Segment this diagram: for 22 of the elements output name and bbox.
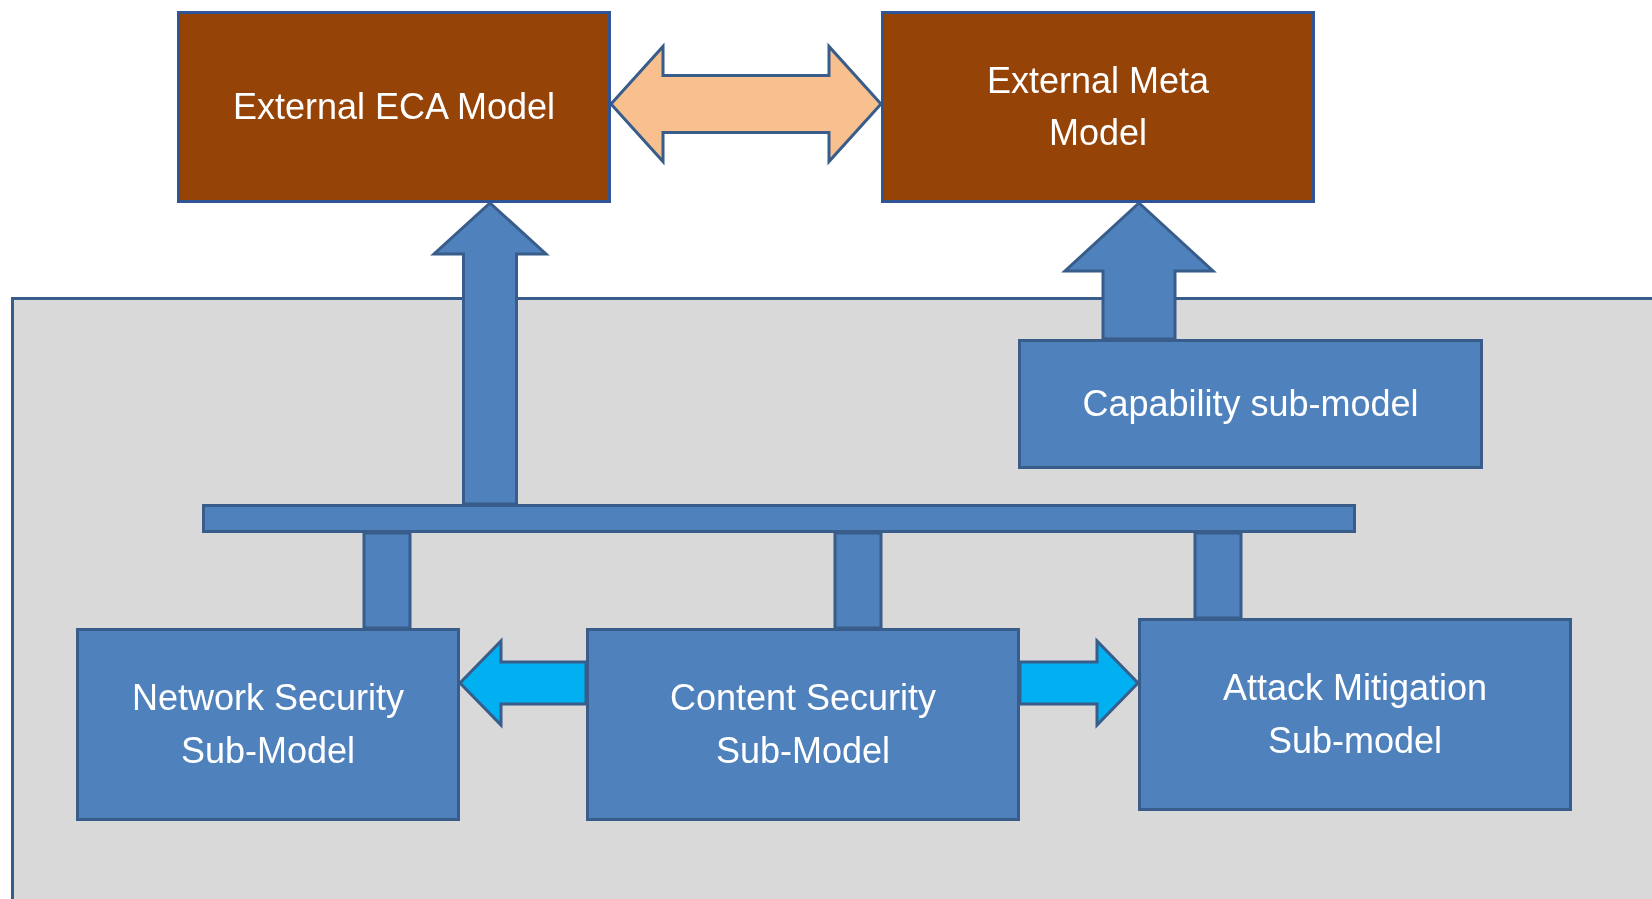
model-box bbox=[177, 11, 611, 203]
box-label: Network Security Sub-Model bbox=[130, 676, 406, 773]
connector-bar bbox=[362, 531, 412, 630]
submodel-box bbox=[1138, 618, 1572, 811]
block-arrow bbox=[1061, 200, 1217, 341]
bus-bar bbox=[202, 504, 1356, 533]
block-arrow bbox=[1018, 637, 1141, 729]
block-arrow bbox=[457, 637, 588, 729]
connector-bar bbox=[833, 531, 883, 630]
box-label: External Meta Model bbox=[985, 58, 1211, 155]
submodel-box bbox=[76, 628, 460, 821]
connector-bar bbox=[1193, 531, 1243, 620]
model-box bbox=[881, 11, 1315, 203]
box-label: Attack Mitigation Sub-model bbox=[1221, 666, 1489, 763]
box-label: Content Security Sub-Model bbox=[668, 676, 938, 773]
box-label: Capability sub-model bbox=[1081, 381, 1420, 426]
submodel-box bbox=[586, 628, 1020, 821]
box-label: External ECA Model bbox=[231, 84, 557, 129]
block-arrow bbox=[430, 200, 550, 506]
group-panel bbox=[11, 297, 1652, 899]
block-arrow bbox=[608, 42, 884, 166]
submodel-box bbox=[1018, 339, 1483, 469]
